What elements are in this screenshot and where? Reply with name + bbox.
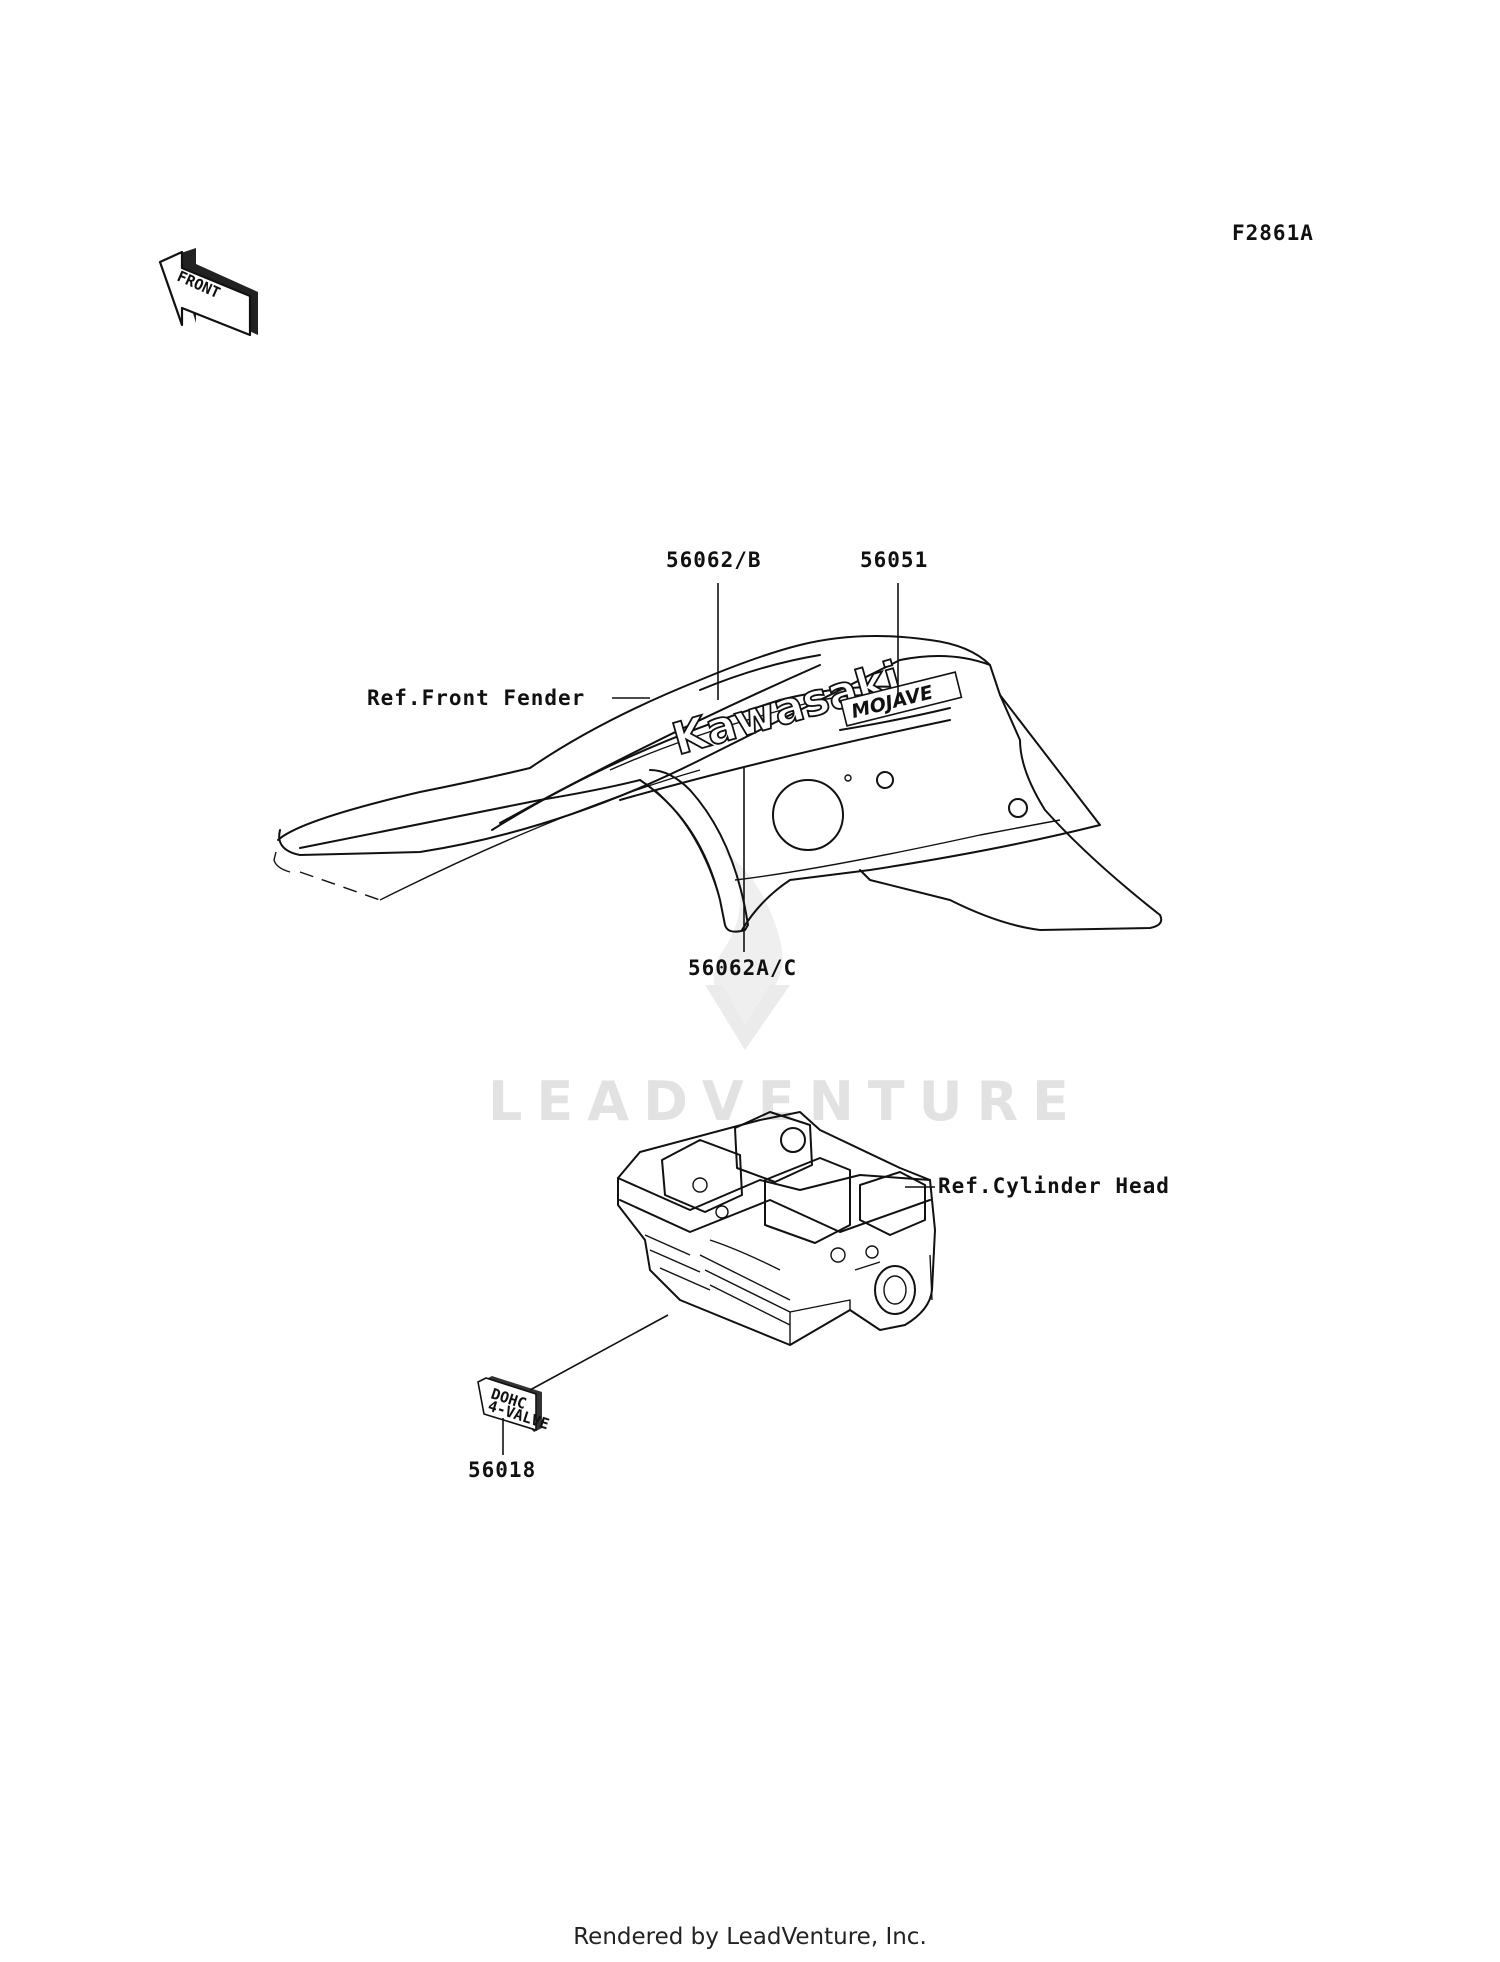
watermark-v-icon (705, 985, 790, 1050)
callout-56051: 56051 (860, 548, 928, 572)
cylinder-head-illustration (617, 1111, 936, 1346)
watermark: LEADVENTURE (488, 845, 1083, 1133)
callout-56018: 56018 (468, 1458, 536, 1482)
figure-code: F2861A (1232, 221, 1314, 245)
ref-front-fender-label: Ref.Front Fender (367, 686, 585, 710)
watermark-text: LEADVENTURE (488, 1070, 1083, 1133)
callout-56062ac: 56062A/C (688, 956, 797, 980)
callout-56062b: 56062/B (666, 548, 762, 572)
front-direction-arrow-icon: FRONT (158, 248, 258, 337)
footer-credit: Rendered by LeadVenture, Inc. (573, 1924, 927, 1950)
watermark-flame-icon (713, 845, 783, 1035)
cylinder-head-callouts: Ref.Cylinder Head DOHC 4-VALVE 56018 (468, 1174, 1170, 1482)
fender-callouts: Ref.Front Fender 56062/B 56051 56062A/C (367, 548, 928, 980)
ref-cylinder-head-label: Ref.Cylinder Head (938, 1174, 1170, 1198)
